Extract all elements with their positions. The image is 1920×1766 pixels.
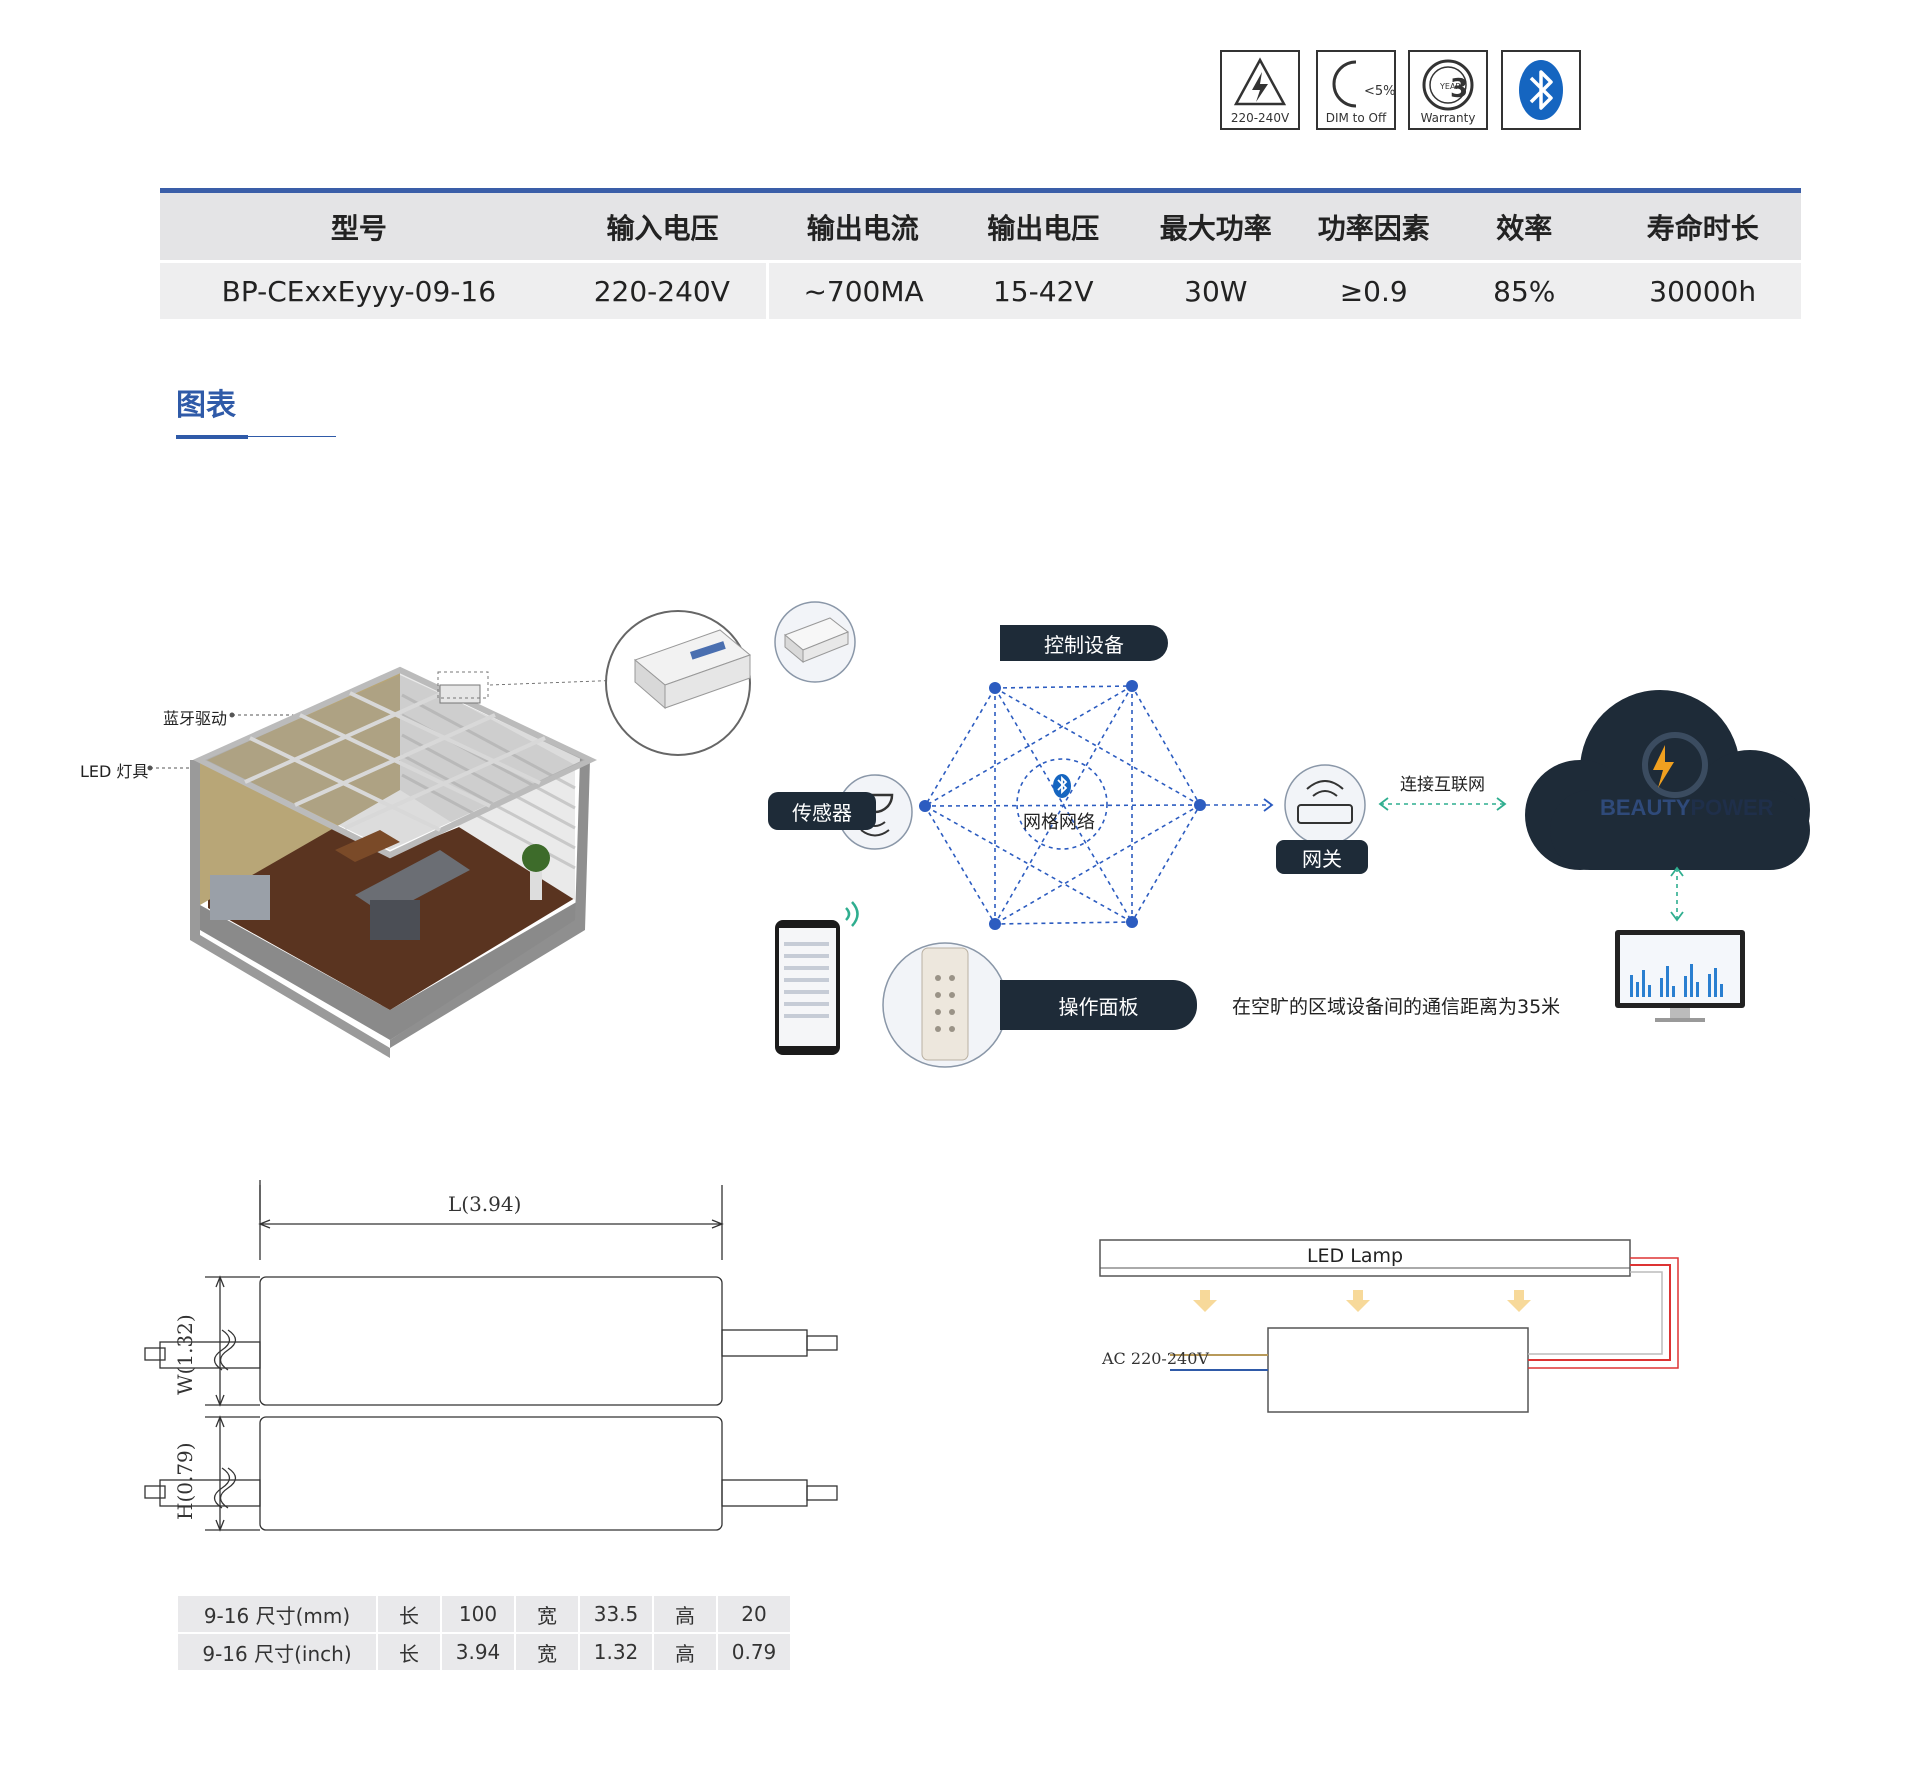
svg-text:<5%: <5% [1364, 84, 1394, 99]
dim-key: 长 [377, 1596, 442, 1634]
dimension-drawing: L(3.94) W(1.32) H(0.79) [144, 1180, 838, 1532]
dim-name: 9-16 尺寸(mm) [178, 1596, 378, 1634]
spec-header: 输入电压 [557, 190, 768, 263]
sensor-label: 传感器 [768, 792, 876, 830]
spec-header: 输出电流 [767, 190, 959, 263]
section-title: 图表 [176, 388, 236, 423]
spec-header: 寿命时长 [1604, 190, 1801, 263]
spec-cell: ~700MA [765, 261, 959, 319]
spec-cell: 85% [1444, 261, 1605, 319]
spec-cell: 30000h [1604, 261, 1801, 319]
room-illustration [147, 610, 751, 1058]
gateway-label: 网关 [1276, 840, 1368, 874]
spec-cell: 15-42V [958, 261, 1129, 319]
control-device-label: 控制设备 [1000, 625, 1168, 661]
length-label: L(3.94) [448, 1192, 521, 1216]
lamp-label: LED Lamp [1307, 1245, 1403, 1267]
dim-key: 高 [653, 1596, 718, 1634]
spec-cell: 220-240V [557, 261, 768, 319]
spec-cell: 30W [1128, 261, 1304, 319]
dim-value: 33.5 [579, 1596, 654, 1634]
high-voltage-icon [1233, 57, 1287, 106]
ac-label: AC 220-240V [1101, 1349, 1209, 1368]
dim-value: 0.79 [717, 1633, 792, 1672]
bluetooth-icon [1519, 60, 1563, 120]
dim-value: 20 [717, 1596, 792, 1634]
spec-table: 型号 输入电压 输出电流 输出电压 最大功率 功率因素 效率 寿命时长 BP-C… [160, 188, 1801, 319]
section-underline [176, 436, 336, 437]
driver-label: 蓝牙驱动 [163, 709, 228, 728]
spec-header: 功率因素 [1303, 190, 1445, 263]
voltage-badge: 220-240V [1220, 50, 1300, 130]
table-row: 9-16 尺寸(inch) 长 3.94 宽 1.32 高 0.79 [178, 1633, 792, 1672]
warranty-badge: YEAR 3 Warranty [1408, 50, 1488, 130]
dim-key: 宽 [515, 1596, 580, 1634]
section-underline-accent [176, 435, 248, 439]
spec-header: 最大功率 [1128, 190, 1304, 263]
dimension-table: 9-16 尺寸(mm) 长 100 宽 33.5 高 20 9-16 尺寸(in… [178, 1596, 792, 1672]
dim-name: 9-16 尺寸(inch) [178, 1633, 378, 1672]
panel-label: 操作面板 [1000, 980, 1197, 1030]
dim-key: 高 [653, 1633, 718, 1672]
brand-logo: BEAUTYPOWER [1600, 795, 1774, 820]
internet-label: 连接互联网 [1400, 775, 1485, 795]
svg-text:3: 3 [1450, 74, 1468, 104]
wiring-diagram: LED Lamp AC 220-240V [1099, 1239, 1679, 1413]
warranty-3-year-icon: YEAR 3 [1422, 59, 1474, 111]
spec-cell: BP-CExxEyyy-09-16 [160, 261, 558, 319]
height-label: H(0.79) [173, 1442, 197, 1520]
dimmer-badge: <5% DIM to Off [1316, 50, 1396, 130]
fixture-label: LED 灯具 [80, 762, 149, 781]
distance-note: 在空旷的区域设备间的通信距离为35米 [1232, 996, 1561, 1018]
svg-text:YEAR: YEAR [1439, 82, 1461, 91]
width-label: W(1.32) [173, 1314, 197, 1395]
spec-value-row: BP-CExxEyyy-09-16 220-240V ~700MA 15-42V… [160, 261, 1801, 319]
bluetooth-badge [1501, 50, 1581, 130]
dim-value: 1.32 [579, 1633, 654, 1672]
dim-value: 100 [441, 1596, 516, 1634]
mesh-label: 网格网络 [1023, 812, 1095, 833]
dimmer-icon: <5% [1332, 60, 1394, 108]
spec-header: 型号 [160, 190, 558, 263]
spec-header-row: 型号 输入电压 输出电流 输出电压 最大功率 功率因素 效率 寿命时长 [160, 190, 1801, 263]
dim-value: 3.94 [441, 1633, 516, 1672]
table-row: 9-16 尺寸(mm) 长 100 宽 33.5 高 20 [178, 1596, 792, 1634]
spec-header: 效率 [1444, 190, 1605, 263]
spec-header: 输出电压 [958, 190, 1129, 263]
dim-key: 宽 [515, 1633, 580, 1672]
spec-cell: ≥0.9 [1303, 261, 1445, 319]
dim-key: 长 [377, 1633, 442, 1672]
